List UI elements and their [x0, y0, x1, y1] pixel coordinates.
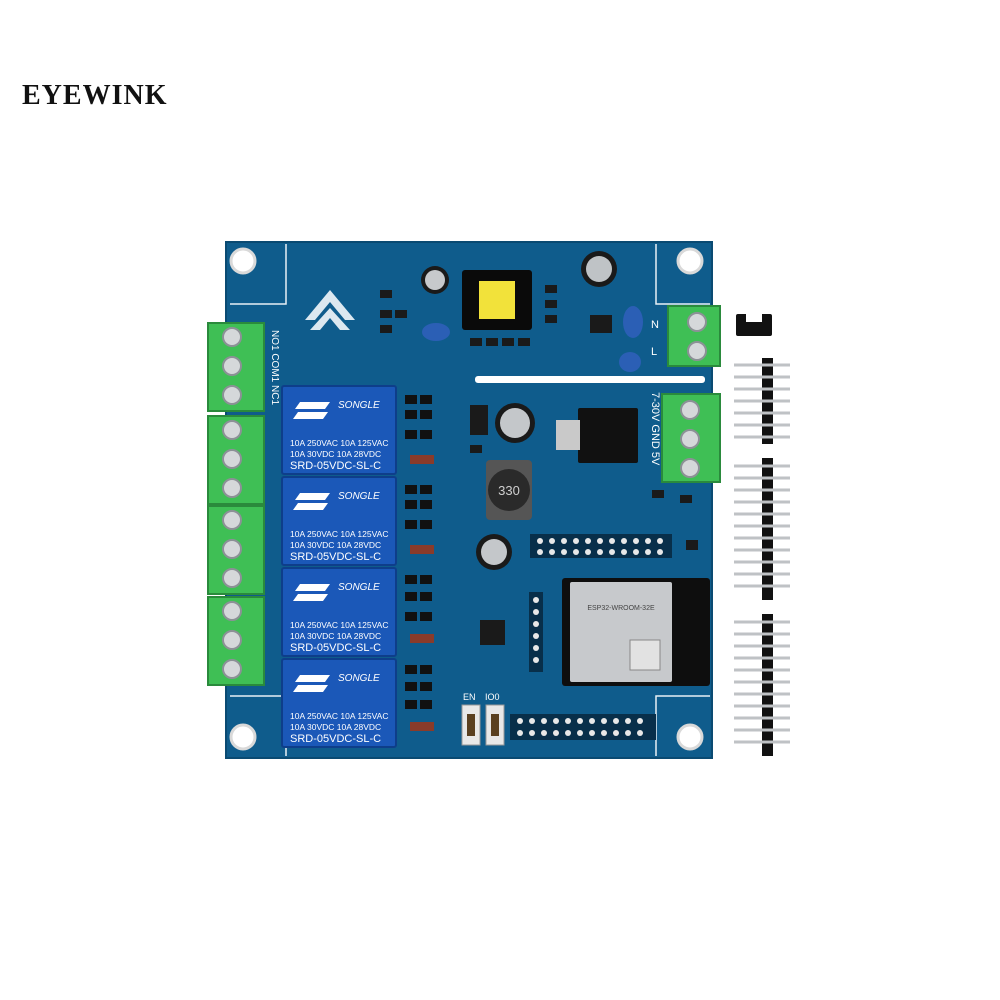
svg-text:10A 250VAC 10A 125VAC: 10A 250VAC 10A 125VAC	[290, 529, 388, 539]
svg-text:7-30V GND 5V: 7-30V GND 5V	[649, 392, 661, 466]
svg-text:SONGLE: SONGLE	[338, 400, 380, 411]
svg-text:SRD-05VDC-SL-C: SRD-05VDC-SL-C	[290, 642, 381, 654]
svg-text:ESP32-WROOM-32E: ESP32-WROOM-32E	[587, 605, 655, 612]
svg-text:SONGLE: SONGLE	[338, 582, 380, 593]
pin-header-strips	[762, 358, 773, 756]
svg-text:SRD-05VDC-SL-C: SRD-05VDC-SL-C	[290, 460, 381, 472]
svg-text:N: N	[651, 319, 659, 331]
svg-text:NO1 COM1 NC1: NO1 COM1 NC1	[269, 330, 280, 405]
jumper-cap	[736, 314, 772, 336]
svg-text:EN: EN	[463, 692, 476, 702]
relay-3: SONGLE 10A 250VAC 10A 125VAC 10A 30VDC 1…	[281, 567, 397, 657]
svg-text:IO0: IO0	[485, 692, 500, 702]
svg-text:10A 250VAC 10A 125VAC: 10A 250VAC 10A 125VAC	[290, 438, 388, 448]
relay-2: SONGLE 10A 250VAC 10A 125VAC 10A 30VDC 1…	[281, 476, 397, 566]
en-button: EN	[461, 692, 481, 746]
brand-logo-text: EYEWINK	[22, 80, 168, 111]
svg-text:10A 30VDC 10A 28VDC: 10A 30VDC 10A 28VDC	[290, 449, 381, 459]
board-logo-icon	[305, 290, 355, 330]
svg-text:SONGLE: SONGLE	[338, 491, 380, 502]
svg-text:SONGLE: SONGLE	[338, 673, 380, 684]
svg-text:L: L	[651, 346, 657, 358]
io0-button: IO0	[485, 692, 505, 746]
relay-4: SONGLE 10A 250VAC 10A 125VAC 10A 30VDC 1…	[281, 658, 397, 748]
svg-text:SRD-05VDC-SL-C: SRD-05VDC-SL-C	[290, 551, 381, 563]
esp32-module: ESP32-WROOM-32E	[562, 578, 710, 686]
svg-text:10A 250VAC 10A 125VAC: 10A 250VAC 10A 125VAC	[290, 711, 388, 721]
voltage-regulator	[578, 408, 638, 463]
relay-screw-terminals	[207, 322, 265, 686]
svg-text:330: 330	[498, 483, 520, 498]
relay-1: SONGLE 10A 250VAC 10A 125VAC 10A 30VDC 1…	[281, 385, 397, 475]
mounting-holes	[229, 247, 704, 751]
capacitors	[421, 251, 617, 570]
inductor: 330	[486, 460, 532, 520]
svg-text:10A 30VDC 10A 28VDC: 10A 30VDC 10A 28VDC	[290, 631, 381, 641]
svg-text:10A 30VDC 10A 28VDC: 10A 30VDC 10A 28VDC	[290, 540, 381, 550]
power-screw-terminals	[661, 305, 721, 483]
svg-text:10A 30VDC 10A 28VDC: 10A 30VDC 10A 28VDC	[290, 722, 381, 732]
svg-text:SRD-05VDC-SL-C: SRD-05VDC-SL-C	[290, 733, 381, 745]
svg-text:10A 250VAC 10A 125VAC: 10A 250VAC 10A 125VAC	[290, 620, 388, 630]
